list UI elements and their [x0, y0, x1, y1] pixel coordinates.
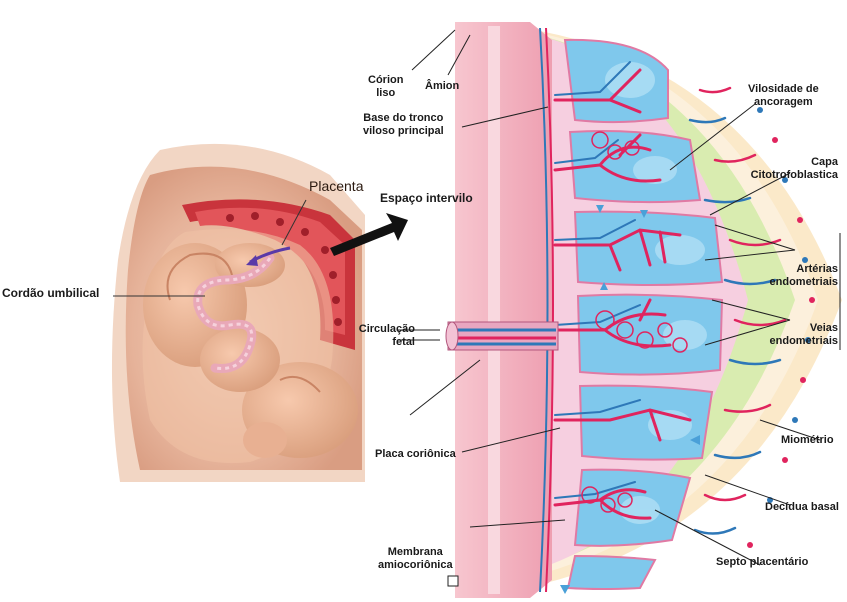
label-membrana-amiocorionica: Membrana amiocoriônica: [378, 546, 453, 572]
chorionic-plate: [455, 22, 552, 598]
label-capa-citotrofoblastica: Capa Citotrofoblastica: [738, 156, 838, 182]
label-vilosidade-ancoragem: Vilosidade de ancoragem: [748, 83, 819, 109]
label-amion: Âmion: [425, 80, 459, 93]
label-decidua-basal: Decídua basal: [765, 501, 839, 514]
label-espaco-intervilo: Espaço intervilo: [380, 192, 473, 205]
label-septo-placentario: Septo placentário: [716, 556, 808, 569]
label-cordao-umbilical: Cordão umbilical: [2, 287, 99, 300]
uterus-illustration: [112, 144, 365, 482]
label-base-tronco: Base do tronco viloso principal: [363, 112, 444, 138]
label-corion-liso: Córion liso: [368, 74, 403, 100]
label-circulacao-fetal: Circulação fetal: [345, 323, 415, 349]
label-veias-endometriais: Veias endometriais: [738, 322, 838, 348]
label-placa-corionica: Placa coriônica: [375, 448, 456, 461]
label-placenta: Placenta: [309, 180, 363, 193]
umbilical-cord-section: [446, 322, 558, 350]
label-arterias-endometriais: Artérias endometriais: [738, 263, 838, 289]
label-miometrio: Miométrio: [781, 434, 834, 447]
